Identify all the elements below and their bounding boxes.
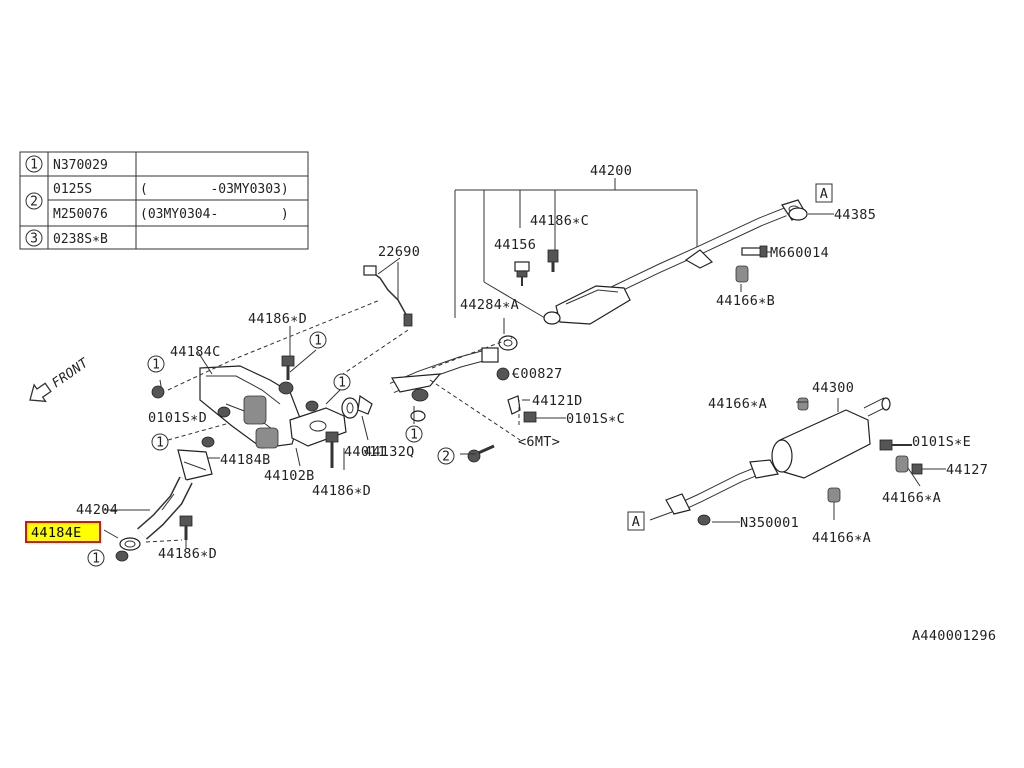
legend-part-1: N370029 [53,158,108,173]
leader-lines [104,257,921,548]
label-n350001: N350001 [740,515,799,531]
nut-icon [496,367,510,381]
o2-sensor-icon [363,265,413,327]
front-label: FRONT [49,355,92,391]
highlight-label[interactable]: 44184E [31,525,82,541]
legend-part-3: 0238S∗B [53,232,108,247]
bolt-icon [911,463,946,475]
legend-table: 1 N370029 2 0125S ( -03MY0303) M250076 (… [19,151,309,250]
label-44186d-mid: 44186∗D [312,483,371,499]
callout-1e: 1 [156,436,164,451]
nut-icon [697,514,711,526]
label-44132q: 44132Q [364,444,415,460]
ref-box-a-top [815,183,833,203]
label-0101se: 0101S∗E [912,434,971,450]
legend-num-1: 1 [30,158,38,173]
label-44184c: 44184C [170,344,221,360]
callout-1f: 1 [92,552,100,567]
label-44166a-top: 44166∗A [708,396,767,412]
legend-note-2b: (03MY0304- ) [140,207,289,222]
muffler-assembly-44300 [649,397,946,526]
label-44300: 44300 [812,380,854,396]
legend-note-2a: ( -03MY0303) [140,182,289,197]
label-44102b: 44102B [264,468,315,484]
callout-1c: 1 [338,376,346,391]
ref-a-top: A [820,186,828,202]
gasket-icon [788,207,808,221]
bolt-icon [325,431,339,468]
label-44166a-right: 44166∗A [882,490,941,506]
label-44166a-bot: 44166∗A [812,530,871,546]
label-44186c: 44186∗C [530,213,589,229]
label-44200: 44200 [590,163,632,179]
label-44011: 44011 [344,444,386,460]
legend-part-2a: 0125S [53,182,92,197]
callout-1a: 1 [152,358,160,373]
label-0101sd: 0101S∗D [148,410,207,426]
diagram-code: A440001296 [912,628,996,644]
callout-1b: 1 [314,334,322,349]
label-44186d-top: 44186∗D [248,311,307,327]
label-44284a: 44284∗A [460,297,519,313]
label-44184b: 44184B [220,452,271,468]
callout-1d: 1 [410,428,418,443]
label-m660014: M660014 [770,245,829,261]
label-44186d-bot: 44186∗D [158,546,217,562]
callouts: 1 1 1 1 1 1 2 [87,331,455,567]
front-arrow-icon: FRONT [29,355,92,403]
label-0101sc: 0101S∗C [566,411,625,427]
callout-2: 2 [442,450,450,465]
bolt-icon [547,249,559,272]
clamp-icon [341,394,373,419]
exhaust-manifold [151,299,381,468]
highlighted-part-44184e[interactable]: 44184E [25,521,101,543]
label-22690: 22690 [378,244,420,260]
bolt-icon [281,355,295,380]
label-44121d: 44121D [532,393,583,409]
bolt-icon [879,439,912,451]
part-labels: 44200 44385 44186∗C 44156 M660014 22690 … [76,163,996,644]
o2-sensor-icon [514,261,530,286]
ref-a-bottom: A [632,514,640,530]
bolt-icon [741,245,768,258]
legend-num-2: 2 [30,195,38,210]
legend-part-2b: M250076 [53,207,108,222]
label-6mt: <6MT> [518,434,560,450]
label-44385: 44385 [834,207,876,223]
hanger-rubber-44166b [735,265,749,283]
label-44127: 44127 [946,462,988,478]
label-c00827: C00827 [512,366,563,382]
label-44156: 44156 [494,237,536,253]
highlight-box[interactable] [25,521,101,543]
bolt-icon [179,515,193,540]
ref-box-a-bottom [627,511,645,531]
front-exhaust-pipe-44204 [103,436,215,562]
front-pipe-assembly-44200 [454,178,834,351]
center-pipe [339,262,566,463]
label-44204: 44204 [76,502,118,518]
legend-num-3: 3 [30,232,38,247]
label-44166b: 44166∗B [716,293,775,309]
